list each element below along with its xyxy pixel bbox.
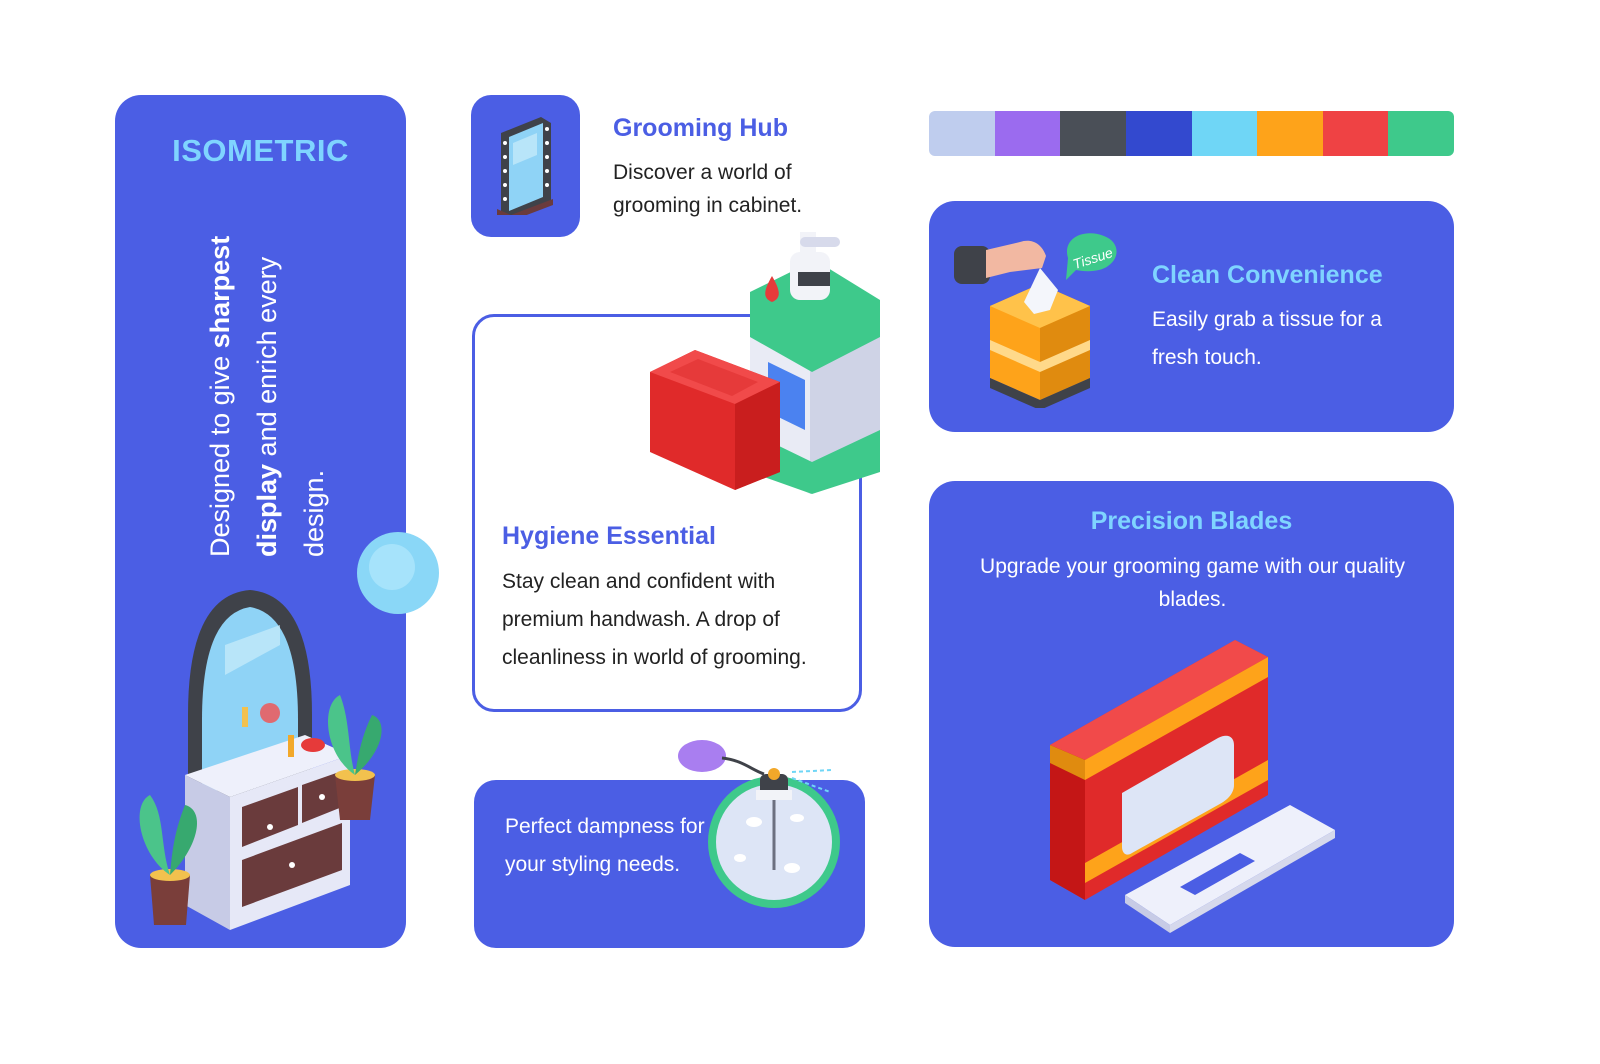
- palette-swatch: [1125, 111, 1192, 156]
- color-palette: [929, 111, 1454, 156]
- handwash-soap-icon: [650, 232, 880, 494]
- grooming-hub-description: Discover a world of grooming in cabinet.: [613, 161, 803, 217]
- tagline-part: Designed to give: [205, 348, 235, 557]
- palette-swatch: [1322, 111, 1389, 156]
- tagline-bold-display: display: [252, 463, 282, 557]
- perfume-description: Perfect dampness for your styling needs.: [505, 815, 705, 876]
- palette-swatch: [994, 111, 1061, 156]
- palette-swatch: [929, 111, 995, 156]
- clean-convenience-title: Clean Convenience: [1152, 261, 1383, 289]
- decorative-bubble: [357, 532, 439, 614]
- precision-blades-description: Upgrade your grooming game with our qual…: [980, 555, 1405, 611]
- tagline-bold-sharpest: sharpest: [205, 235, 235, 349]
- clean-convenience-description: Easily grab a tissue for a fresh touch.: [1152, 308, 1382, 369]
- hygiene-essential-description: Stay clean and confident with premium ha…: [502, 570, 807, 669]
- hygiene-essential-title: Hygiene Essential: [502, 522, 716, 550]
- palette-swatch: [1388, 111, 1454, 156]
- vanity-dresser-icon: [139, 590, 382, 930]
- tissue-box-icon: Tissue: [954, 233, 1117, 408]
- intro-heading: ISOMETRIC: [172, 133, 349, 168]
- perfume-bottle-icon: [678, 740, 840, 908]
- mirror-cabinet-icon: [497, 117, 553, 215]
- grooming-hub-title: Grooming Hub: [613, 114, 788, 142]
- palette-swatch: [1257, 111, 1323, 156]
- palette-swatch: [1191, 111, 1258, 156]
- razor-blade-box-icon: [1050, 640, 1335, 933]
- precision-blades-title: Precision Blades: [1090, 507, 1293, 535]
- grooming-hub-icon-card: [471, 95, 580, 237]
- palette-swatch: [1060, 111, 1126, 156]
